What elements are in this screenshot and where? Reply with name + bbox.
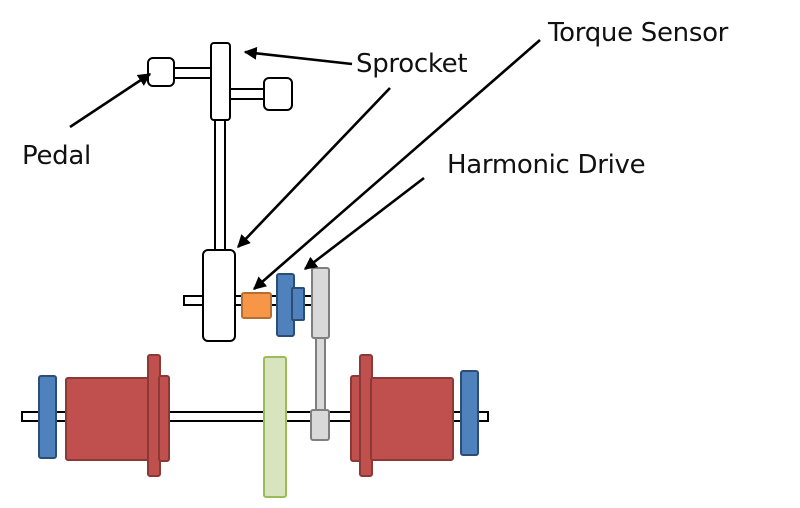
left-pedal xyxy=(147,57,175,87)
torque-sensor-arrow xyxy=(253,39,541,290)
sprocket-label: Sprocket xyxy=(356,49,468,79)
left-end-cap xyxy=(38,375,57,459)
right-crank-arm xyxy=(227,88,267,100)
right-end-cap xyxy=(460,370,479,456)
harmonic-drive-label: Harmonic Drive xyxy=(447,150,646,180)
left-crank-arm xyxy=(171,67,215,79)
main-shaft-gear xyxy=(310,409,330,441)
main-shaft-assembly xyxy=(21,354,489,498)
flywheel xyxy=(263,356,287,498)
right-motor-body xyxy=(370,377,454,461)
upper-sprocket xyxy=(210,42,231,121)
harmonic-drive-inner xyxy=(291,287,305,321)
harmonic-drive-arrow xyxy=(303,176,425,271)
torque-sensor-label: Torque Sensor xyxy=(548,18,729,48)
sprocket-arrow-upper xyxy=(243,46,353,66)
main-shaft xyxy=(21,411,489,422)
callout-arrows xyxy=(69,39,541,290)
drive-input-assembly xyxy=(183,249,330,413)
left-motor-ring xyxy=(158,375,170,462)
right-pedal xyxy=(263,77,293,111)
lower-sprocket xyxy=(202,249,236,342)
output-belt xyxy=(315,337,326,413)
torque-sensor xyxy=(241,292,272,319)
sprocket-arrow-lower xyxy=(237,87,391,248)
harmonic-output-gear xyxy=(311,267,330,339)
left-motor-body xyxy=(65,377,153,461)
pedal-crank-assembly xyxy=(147,42,293,121)
pedal-arrow xyxy=(69,72,152,129)
pedal-label: Pedal xyxy=(22,141,91,171)
chain-link xyxy=(214,119,226,251)
